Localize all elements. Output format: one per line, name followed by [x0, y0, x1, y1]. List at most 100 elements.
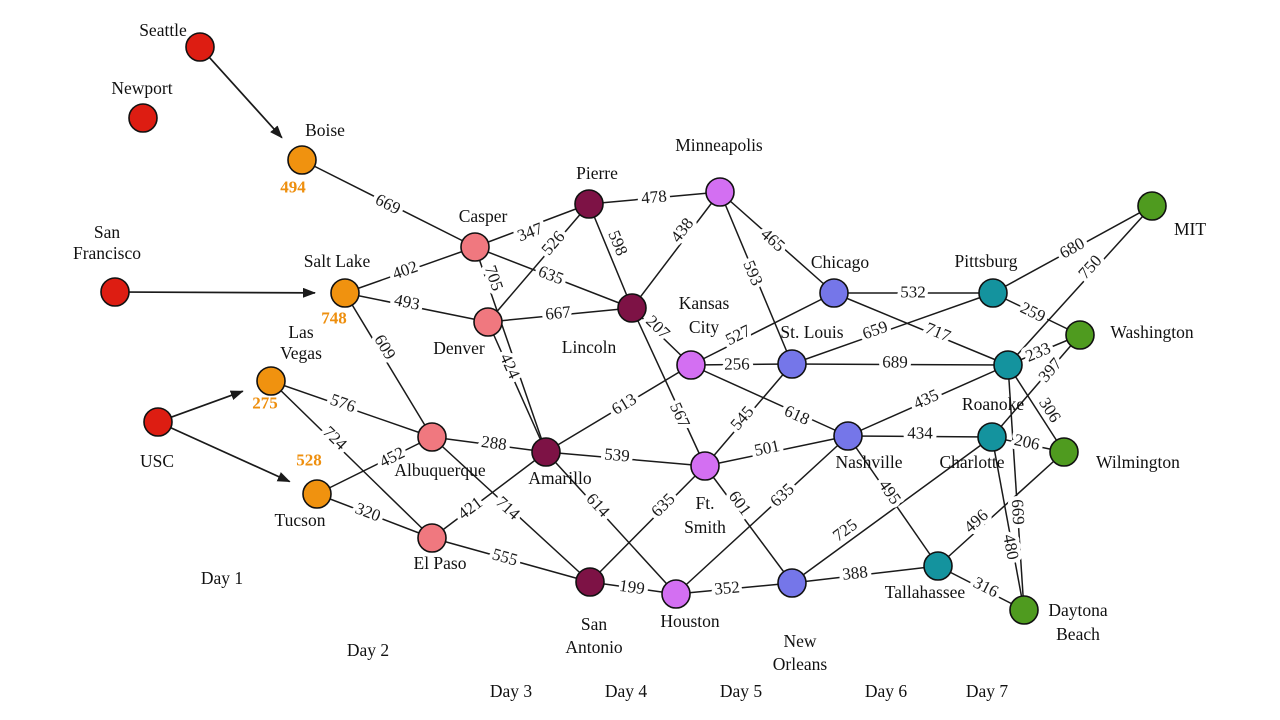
node-label-seattle: Seattle	[139, 20, 187, 40]
node-sanantonio	[575, 567, 605, 597]
edge-label-charlotte-wilmington: 206	[1013, 430, 1042, 454]
edge-saltlake-casper	[344, 246, 476, 294]
node-pittsburg	[978, 278, 1008, 308]
edge-label-tucson-elpaso: 320	[353, 499, 384, 526]
edge-label-roanoke-wilmington: 306	[1035, 394, 1065, 426]
edge-nashville-tallahassee	[847, 435, 939, 567]
edge-label-ftsmith-sanantonio: 635	[647, 489, 678, 520]
edge-label-lasvegas-albuquerque: 576	[328, 390, 358, 416]
node-stlouis	[777, 349, 807, 379]
arrow-usc-lasvegas	[170, 390, 244, 419]
edge-amarillo-houston	[545, 451, 677, 595]
edge-pittsburg-washington	[992, 292, 1081, 336]
edge-denver-amarillo	[487, 321, 547, 453]
node-label-lincoln: Lincoln	[562, 337, 617, 357]
edge-label-kansascity-stlouis: 256	[724, 354, 750, 373]
node-label-casper: Casper	[459, 206, 508, 226]
node-newport	[128, 103, 158, 133]
edge-label-pittsburg-mit: 680	[1056, 234, 1087, 263]
edge-roanoke-daytona	[1007, 364, 1025, 611]
edge-elpaso-sanantonio	[431, 537, 591, 583]
day-label-3: Day 3	[490, 681, 533, 701]
edge-tallahassee-wilmington	[937, 451, 1065, 567]
edge-amarillo-kansascity	[545, 364, 692, 453]
edge-label-minneapolis-lincoln: 438	[667, 214, 698, 246]
edge-label-pierre-minneapolis: 478	[640, 186, 667, 207]
edge-lasvegas-elpaso	[270, 380, 433, 539]
edge-nashville-charlotte	[847, 435, 993, 438]
edge-kansascity-stlouis	[690, 363, 793, 366]
edge-ftsmith-nashville	[704, 435, 849, 467]
node-tucson	[302, 479, 332, 509]
node-nashville	[833, 421, 863, 451]
edge-elpaso-amarillo	[431, 451, 547, 539]
edge-albuquerque-sanantonio	[431, 436, 591, 583]
node-label-elpaso: El Paso	[414, 553, 467, 573]
node-elpaso	[417, 523, 447, 553]
cost-label-boise: 494	[280, 178, 306, 197]
node-label-ftsmith: Ft.Smith	[684, 493, 726, 537]
edge-minneapolis-stlouis	[719, 191, 793, 365]
nodes-layer	[100, 32, 1167, 625]
node-kansascity	[676, 350, 706, 380]
edge-label-lincoln-ftsmith: 567	[666, 399, 694, 431]
arrow-sanfrancisco-saltlake	[128, 287, 317, 298]
edge-lasvegas-albuquerque	[270, 380, 433, 438]
edge-lincoln-ftsmith	[631, 307, 706, 467]
cost-label-saltlake: 748	[321, 309, 347, 328]
cost-label-lasvegas: 275	[252, 394, 278, 413]
edge-charlotte-daytona	[991, 436, 1025, 611]
node-mit	[1137, 191, 1167, 221]
edge-denver-lincoln	[487, 307, 633, 323]
day-label-1: Day 1	[201, 568, 243, 588]
edge-label-neworleans-charlotte: 725	[829, 515, 861, 545]
node-albuquerque	[417, 422, 447, 452]
node-label-nashville: Nashville	[835, 452, 902, 472]
edge-pittsburg-mit	[992, 205, 1153, 294]
node-label-mit: MIT	[1174, 219, 1206, 239]
node-label-charlotte: Charlotte	[939, 452, 1004, 472]
node-label-newport: Newport	[111, 78, 172, 98]
edge-label-amarillo-ftsmith: 539	[603, 444, 630, 465]
edge-label-lincoln-kansascity: 207	[642, 311, 674, 343]
edge-label-saltlake-casper: 402	[390, 257, 420, 283]
day-label-2: Day 2	[347, 640, 389, 660]
edge-label-elpaso-amarillo: 421	[454, 493, 486, 524]
node-label-tucson: Tucson	[275, 510, 326, 530]
node-boise	[287, 145, 317, 175]
node-label-pittsburg: Pittsburg	[955, 251, 1018, 271]
edge-houston-nashville	[675, 435, 849, 595]
node-label-wilmington: Wilmington	[1096, 452, 1180, 472]
arrow-seattle-boise	[208, 56, 283, 139]
edge-label-chicago-roanoke: 717	[923, 318, 954, 346]
node-label-amarillo: Amarillo	[528, 468, 591, 488]
edge-kansascity-nashville	[690, 364, 849, 437]
node-neworleans	[777, 568, 807, 598]
edge-stlouis-roanoke	[791, 363, 1009, 366]
edge-amarillo-ftsmith	[545, 451, 706, 467]
edge-label-stlouis-pittsburg: 659	[860, 317, 890, 343]
edge-minneapolis-chicago	[719, 191, 835, 294]
edge-label-boise-casper: 669	[372, 190, 403, 218]
node-usc	[143, 407, 173, 437]
node-lasvegas	[256, 366, 286, 396]
edge-tucson-elpaso	[316, 493, 433, 539]
node-label-stlouis: St. Louis	[780, 322, 843, 342]
edge-stlouis-ftsmith	[704, 363, 793, 467]
edge-label-amarillo-kansascity: 613	[608, 389, 640, 418]
node-sanfrancisco	[100, 277, 130, 307]
edge-chicago-roanoke	[833, 292, 1009, 366]
edge-label-tallahassee-wilmington: 496	[960, 505, 992, 536]
edge-label-casper-lincoln: 635	[536, 262, 567, 289]
edge-pierre-lincoln	[588, 203, 633, 309]
node-lincoln	[617, 293, 647, 323]
edge-tallahassee-daytona	[937, 565, 1025, 611]
node-casper	[460, 232, 490, 262]
